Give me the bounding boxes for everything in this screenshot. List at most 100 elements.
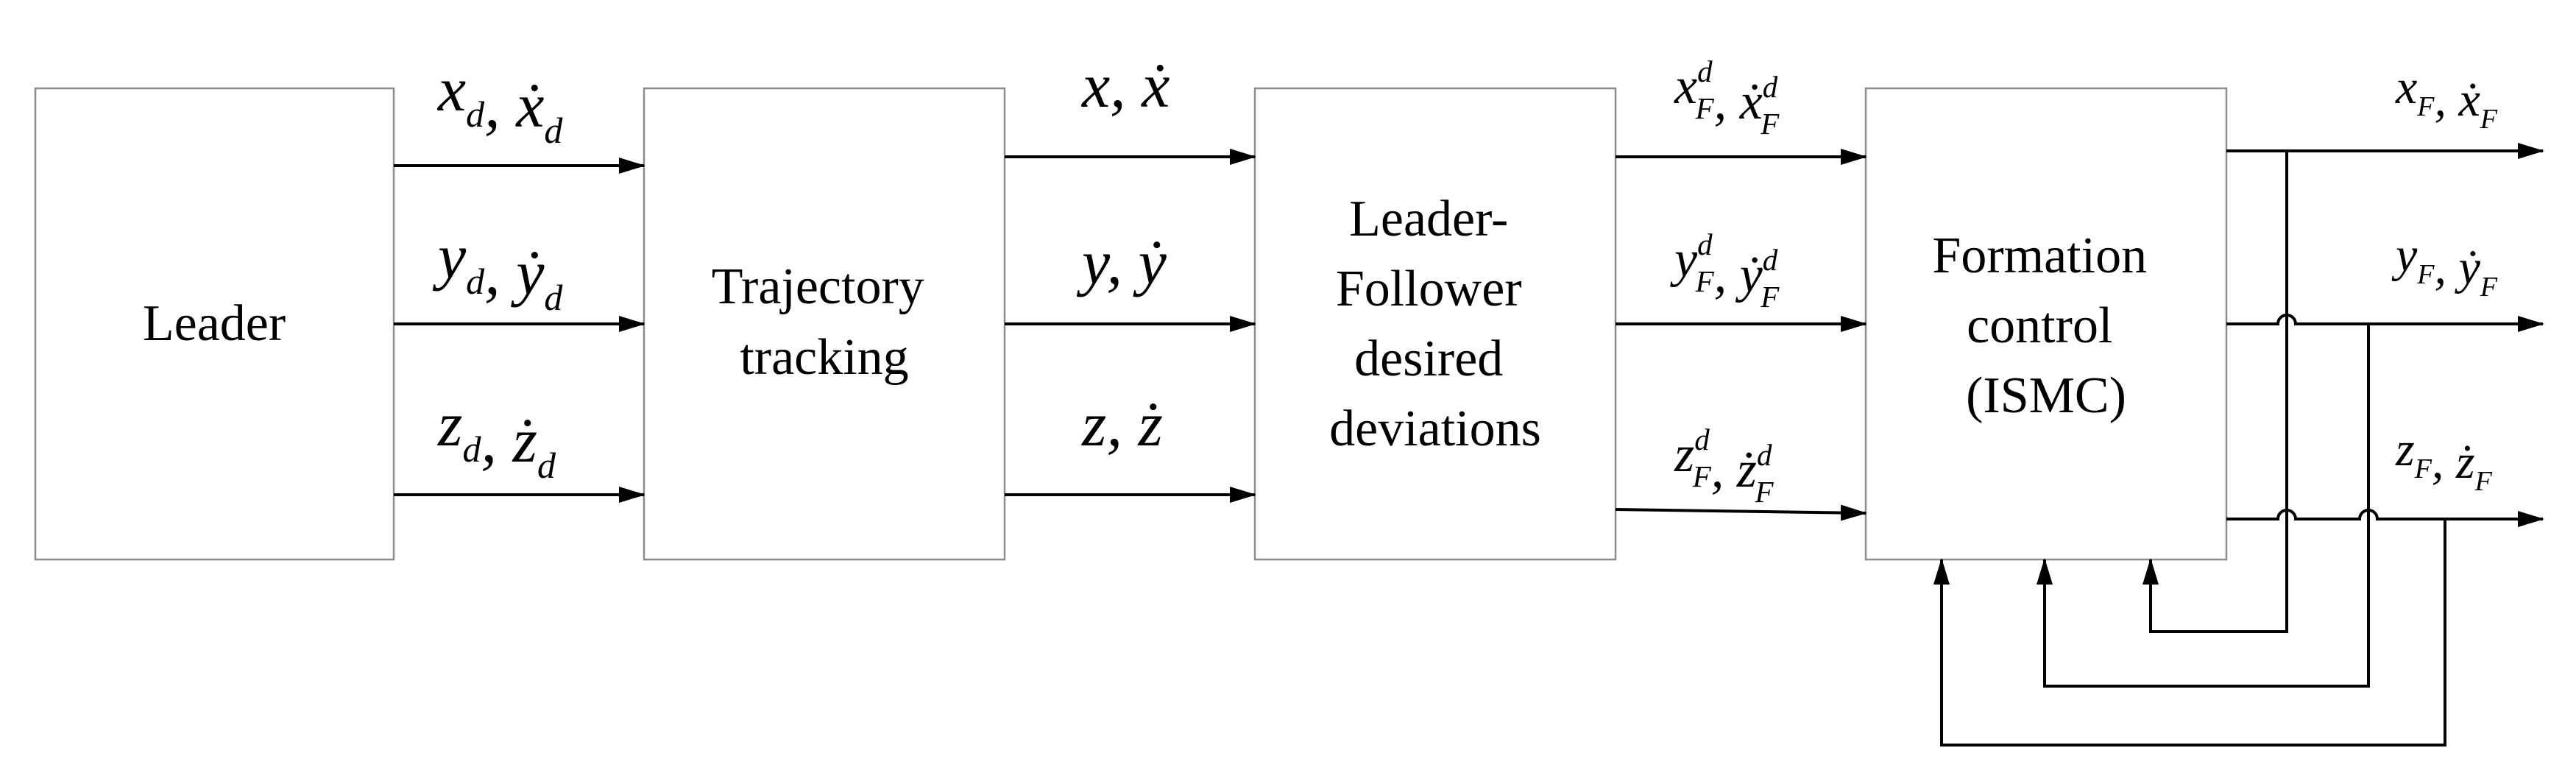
signal-subscript: F [1755,475,1774,509]
signal-separator: , [1711,442,1737,498]
signal-subscript: F [2416,91,2435,122]
signal-separator: , [1714,74,1740,130]
signal-subscript: F [1760,280,1780,314]
signal-symbol: ẋ [1739,74,1763,130]
deviations-label-line4: deviations [1329,400,1541,457]
deviations-label-line1: Leader- [1349,191,1508,247]
signal-symbol: z [2395,423,2415,476]
signal-symbol: ż [1137,389,1162,459]
arrow-zF [2226,509,2544,527]
signal-label-leader_out-x: xd, ẋd [436,54,563,151]
feedback-z [1933,519,2446,746]
signal-label-formation_out-y: yF, ẏF [2391,228,2498,303]
signal-subscript: F [2416,259,2435,290]
signal-symbol: y [2391,228,2418,282]
signal-subscript: F [1695,264,1715,298]
signal-separator: , [2435,73,2459,127]
signal-subscript: F [2474,466,2493,497]
signal-superscript: d [1757,438,1772,472]
signal-separator: , [484,237,516,308]
formation-control-block: Formation control (ISMC) [1864,87,2228,561]
signal-symbol: ẏ [510,237,545,308]
signal-symbol: z [1081,389,1106,459]
signal-label-leader_out-z: zd, żd [437,389,556,486]
signal-superscript: d [1694,423,1710,456]
feedback-x [2142,151,2288,633]
leader-block: Leader [34,87,395,561]
signal-subscript: F [2480,104,2498,135]
signal-subscript: F [1695,91,1715,125]
signal-symbol: ẋ [1141,50,1170,121]
signal-superscript: d [1697,227,1713,261]
trajectory-label-line1: Trajectory [712,258,924,315]
signal-symbol: x [436,54,466,124]
tracking-to-deviations-arrows [1005,149,1256,503]
deviations-to-formation-arrows [1615,149,1867,521]
signal-separator: , [2432,435,2456,489]
signal-superscript: d [1697,54,1713,88]
signal-superscript: d [1763,70,1778,104]
signal-symbol: ẏ [2455,241,2481,294]
signal-symbol: y [1076,227,1111,297]
signal-symbol: ż [512,405,537,476]
deviations-label-line3: desired [1354,331,1503,387]
signal-subscript: F [2414,453,2432,484]
signal-symbol: ẏ [1132,227,1167,297]
svg-text:Leader: Leader [143,295,286,352]
signal-label-leader_out-y: yd, ẏd [432,221,563,318]
signal-symbol: x [1080,50,1110,121]
feedback-y [2037,324,2370,688]
signal-symbol: ẋ [2458,73,2480,127]
signal-symbol: ẋ [515,70,544,141]
arrow-yF [2226,314,2544,332]
signal-label-tracking_out-x: x, ẋ [1080,50,1170,121]
formation-label-line3: (ISMC) [1966,367,2126,424]
signal-subscript: d [544,110,563,151]
signal-separator: , [1106,389,1138,459]
svg-text:Trajectory tracking: Trajectory tracking [712,258,938,386]
signal-label-formation_out-z: zF, żF [2395,423,2493,497]
formation-label-line1: Formation [1932,227,2147,284]
signal-subscript: d [466,93,485,135]
signal-separator: , [484,70,516,141]
signal-subscript: d [537,445,556,486]
signal-label-formation_out-x: xF, ẋF [2395,60,2498,135]
svg-text:Formation control: Formation control (ISMC) [1932,227,2159,424]
signal-subscript: F [2480,272,2498,303]
leader-to-tracking-arrows [394,158,645,503]
signal-symbol: ż [1736,442,1757,498]
signal-subscript: F [1760,107,1780,141]
signal-subscript: d [466,261,485,302]
signal-separator: , [2435,241,2459,294]
formation-label-line2: control [1967,297,2112,354]
formation-output-arrows [2226,143,2544,527]
signal-symbol: ż [2455,435,2475,489]
signal-superscript: d [1763,243,1778,277]
svg-text:Leader- Follower d: Leader- Follower desired deviations [1329,191,1541,457]
signal-symbol: y [1670,231,1698,288]
signal-separator: , [1714,247,1740,303]
signal-subscript: F [1692,459,1712,493]
leader-block-label: Leader [143,295,286,352]
signal-label-tracking_out-z: z, ż [1081,389,1163,459]
signal-symbol: ẏ [1735,247,1763,303]
signal-separator: , [1106,227,1138,297]
signal-label-tracking_out-y: y, ẏ [1076,227,1167,297]
signal-symbol: z [437,389,462,459]
deviations-label-line2: Follower [1336,261,1522,317]
feedback-loops [1933,151,2446,746]
signal-symbol: x [2395,60,2417,114]
trajectory-tracking-block: Trajectory tracking [643,87,1006,561]
signal-symbol: y [432,221,467,292]
signal-symbol: z [1674,426,1694,483]
signal-separator: , [481,405,512,476]
signal-subscript: d [462,428,481,470]
trajectory-label-line2: tracking [740,329,908,386]
leader-follower-deviations-block: Leader- Follower desired deviations [1253,87,1617,561]
signal-subscript: d [544,277,563,318]
